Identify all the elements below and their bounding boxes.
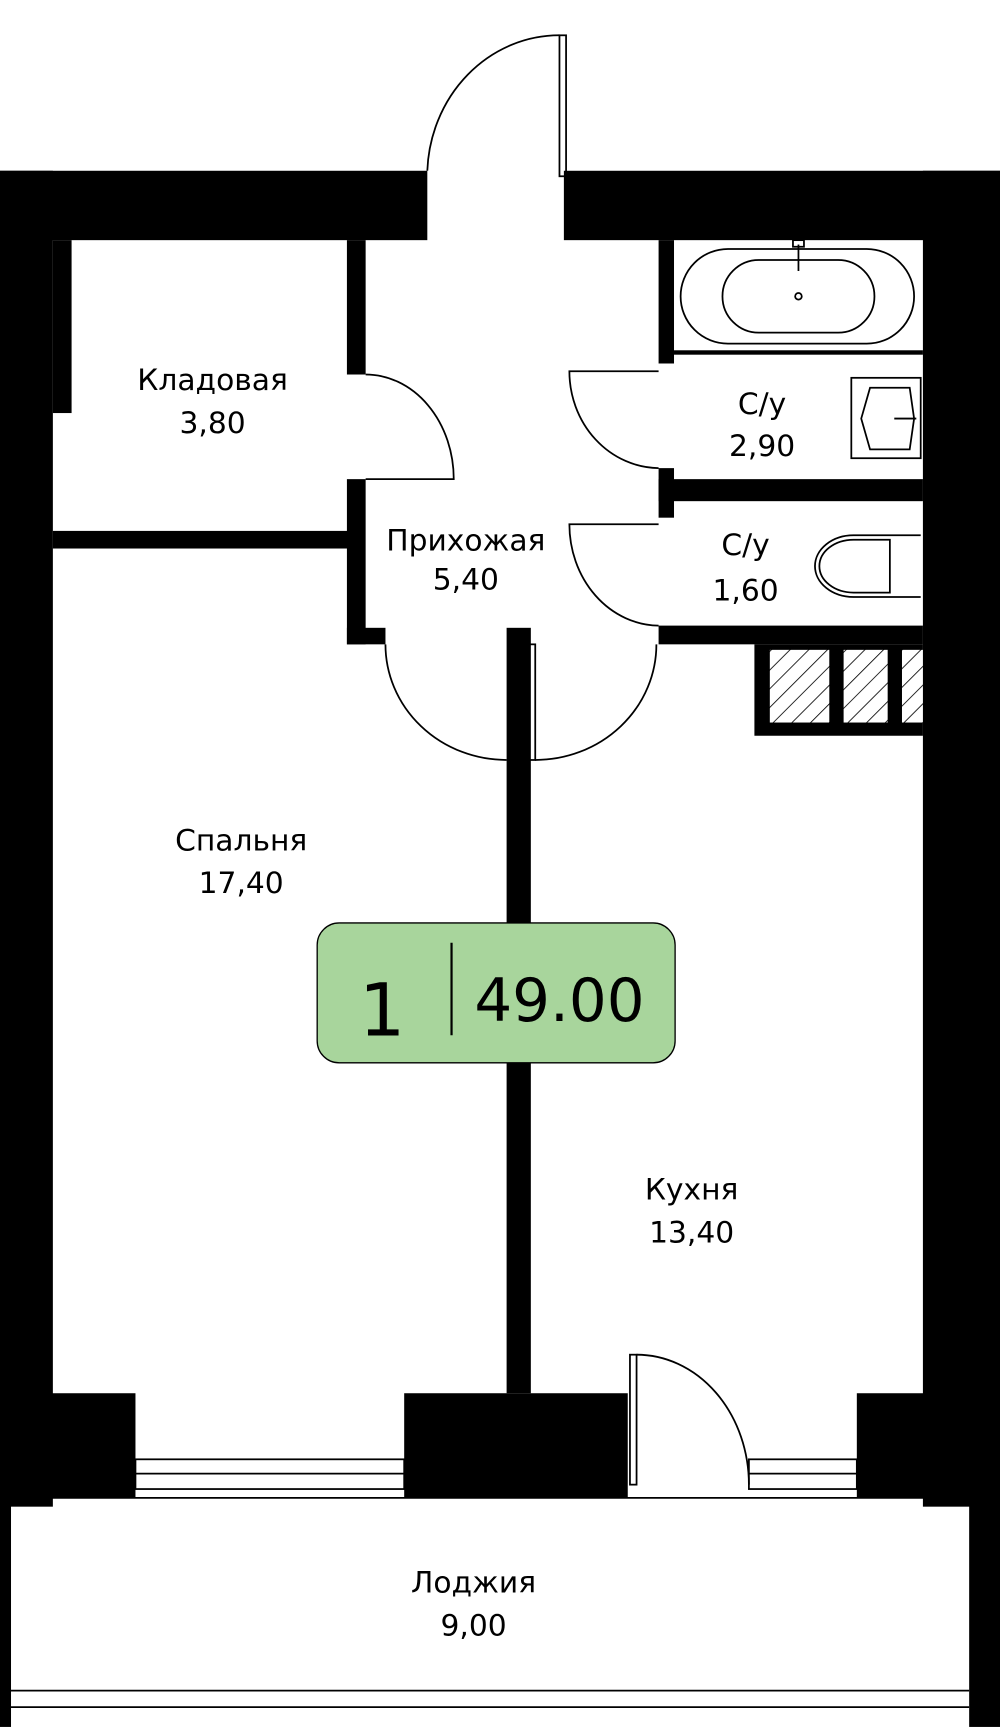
room-name-kuhnya: Кухня <box>645 1172 739 1207</box>
room-area-bathroom-1: 2,90 <box>729 429 795 464</box>
room-area-kuhnya: 13,40 <box>649 1215 734 1250</box>
room-area-spalnya: 17,40 <box>199 866 284 901</box>
bathtub-icon <box>679 239 915 345</box>
toilet-icon <box>814 534 921 598</box>
room-area-lodzhiya: 9,00 <box>440 1609 506 1644</box>
doors <box>365 34 750 1486</box>
room-name-prihozhaya: Прихожая <box>386 524 545 559</box>
room-area-prihozhaya: 5,40 <box>433 562 499 597</box>
room-name-bathroom-1: С/у <box>738 387 786 422</box>
fixtures <box>679 239 922 598</box>
shaft-hatches <box>769 649 923 723</box>
badge-total-area: 49.00 <box>474 967 644 1036</box>
walls <box>0 170 1000 1727</box>
windows <box>11 1458 970 1708</box>
area-badge: 1 49.00 <box>316 922 676 1064</box>
room-area-bathroom-2: 1,60 <box>713 573 779 608</box>
room-name-kladovaya: Кладовая <box>137 363 288 398</box>
sink-icon <box>850 376 922 460</box>
room-name-bathroom-2: С/у <box>721 528 769 563</box>
room-labels: Кладовая 3,80 Прихожая 5,40 С/у 2,90 С/у… <box>137 363 795 1644</box>
room-name-spalnya: Спальня <box>175 823 307 858</box>
room-area-kladovaya: 3,80 <box>179 406 245 441</box>
badge-room-count: 1 <box>359 969 405 1053</box>
room-name-lodzhiya: Лоджия <box>411 1566 536 1601</box>
